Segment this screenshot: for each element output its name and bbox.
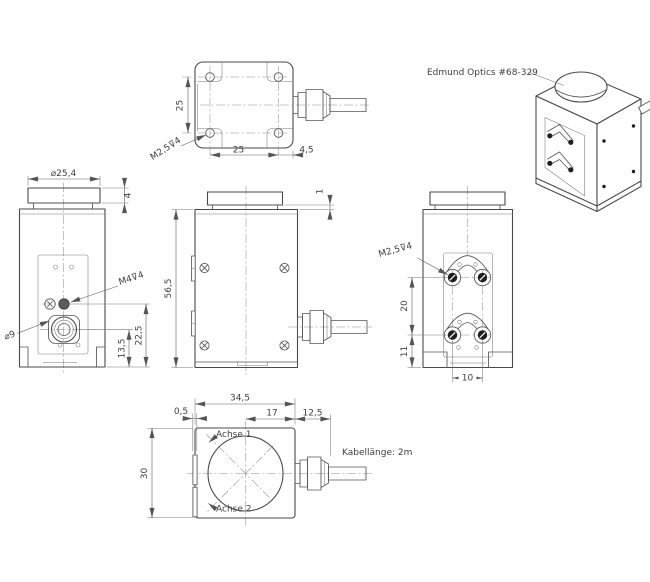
left-lens-neck <box>33 202 93 210</box>
dim-connector-diameter: ⌀9 <box>3 330 17 343</box>
iso-base-plate <box>535 177 642 213</box>
left-centerlines <box>40 183 100 374</box>
clamp-centerlines <box>444 270 491 343</box>
lens-dome <box>554 71 608 103</box>
left-small-holes <box>53 264 81 348</box>
front-lens-neck <box>212 204 278 210</box>
lower-clamp <box>443 312 492 350</box>
lens-circle <box>207 435 284 512</box>
dim-hole-spacing: 10 <box>462 374 474 384</box>
dim-body-depth: 30 <box>140 468 150 480</box>
left-view: ⌀25,4 4 M4⊽4 ⌀9 13,5 22,5 <box>3 169 150 374</box>
left-dimensions: ⌀25,4 4 M4⊽4 ⌀9 13,5 22,5 <box>3 169 150 368</box>
iso-cable <box>638 100 650 115</box>
cable <box>328 466 367 481</box>
front-dimensions: 56,5 1 <box>164 189 335 368</box>
dim-cable-gland-length: 12,5 <box>302 409 322 419</box>
bottom-dimensions: 34,5 0,5 17 12,5 30 Achse 1 Achse 2 <box>140 394 331 518</box>
dim-top-pitch-h: 25 <box>233 146 244 156</box>
right-body-outline <box>422 208 514 369</box>
dim-clamp-spacing: 20 <box>400 300 410 312</box>
left-lens-disc <box>27 187 101 204</box>
right-view: M2,5⊽4 20 11 10 <box>378 186 514 384</box>
top-dimensions: 25 25 4,5 M2,5⊽4 <box>149 77 314 163</box>
iso-clamp-panel <box>544 117 585 197</box>
label-axis1: Achse 1 <box>216 430 251 440</box>
dim-lens-height: 4 <box>124 192 134 198</box>
dim-connector-height: 13,5 <box>118 338 128 358</box>
left-bottom-steps <box>19 346 106 368</box>
cable <box>330 320 368 334</box>
dim-top-pitch-v: 25 <box>176 100 186 111</box>
part-label: Edmund Optics #68-329 <box>427 68 538 78</box>
right-bottom-steps <box>422 351 513 368</box>
top-centerlines <box>182 66 371 159</box>
cable-length-note: Kabellänge: 2m <box>342 448 412 458</box>
front-cable-gland <box>297 310 368 344</box>
iso-screws <box>602 124 636 189</box>
dim-body-width: 34,5 <box>230 394 250 404</box>
label-m4-thread: M4⊽4 <box>118 270 146 288</box>
front-lens-disc <box>206 191 284 206</box>
top-cable-gland <box>292 89 367 121</box>
part-leader-line <box>529 72 565 86</box>
cable <box>329 98 367 112</box>
connector <box>48 315 80 344</box>
bottom-left-tab <box>192 486 198 518</box>
left-recessed-panel <box>37 254 89 355</box>
left-body-outline <box>18 208 106 368</box>
ground-screw <box>44 298 56 310</box>
top-view: 25 25 4,5 M2,5⊽4 <box>149 61 371 163</box>
iso-view: Edmund Optics #68-329 <box>427 68 650 213</box>
bottom-cable-gland <box>294 456 367 491</box>
front-screws <box>199 262 290 351</box>
dim-lip-height: 1 <box>316 189 326 195</box>
label-top-thread: M2,5⊽4 <box>149 136 184 163</box>
bottom-centerlines <box>187 421 372 526</box>
right-dimensions: M2,5⊽4 20 11 10 <box>378 241 483 384</box>
iso-clamps <box>547 124 574 173</box>
m4-thread-hole <box>58 298 70 310</box>
dim-thread-height: 22,5 <box>135 325 145 345</box>
dim-top-cable-offset: 4,5 <box>299 146 313 156</box>
bottom-view: 34,5 0,5 17 12,5 30 Achse 1 Achse 2 <box>140 394 372 526</box>
dim-tab-offset: 0,5 <box>174 407 188 417</box>
label-clamp-thread: M2,5⊽4 <box>378 241 414 260</box>
lens-dome-rim <box>554 89 608 98</box>
right-clamp-panel <box>443 252 493 358</box>
top-corner-pads <box>197 62 293 148</box>
front-centerlines <box>245 186 372 375</box>
dim-lens-diameter: ⌀25,4 <box>51 169 77 179</box>
dim-body-height: 56,5 <box>164 278 174 298</box>
front-view: 56,5 1 <box>164 186 372 375</box>
dim-lens-center-offset: 17 <box>266 409 277 419</box>
label-axis2: Achse 2 <box>216 505 251 515</box>
dim-clamp-bottom-offset: 11 <box>400 346 410 357</box>
upper-clamp <box>443 255 492 287</box>
bottom-left-tab <box>192 454 198 486</box>
front-body-outline <box>194 208 299 369</box>
